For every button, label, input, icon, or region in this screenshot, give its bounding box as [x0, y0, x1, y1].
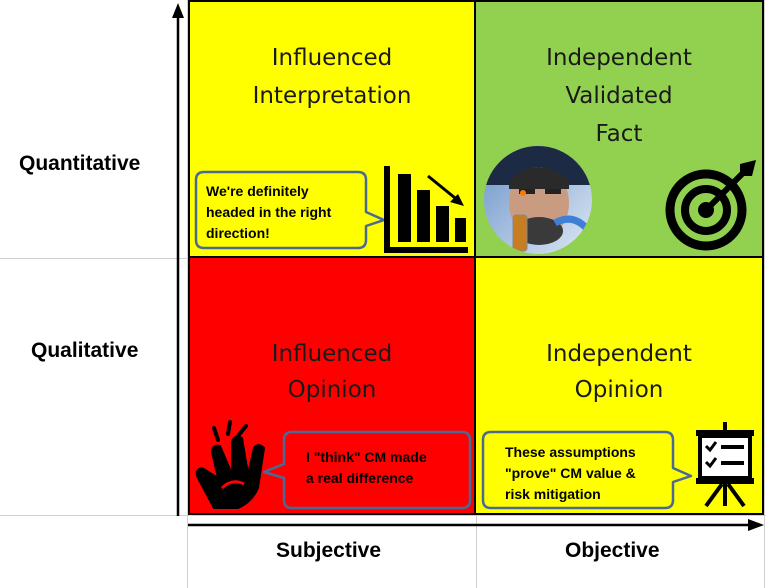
quadrant-title-line: Opinion: [574, 377, 664, 403]
quadrant-title-line: Opinion: [287, 377, 377, 403]
bubble-line: risk mitigation: [505, 486, 601, 502]
bubble-line: "prove" CM value &: [505, 465, 636, 481]
gridline-v1: [187, 0, 188, 588]
bubble-line: These assumptions: [505, 444, 636, 460]
bubble-line: We're definitely: [206, 183, 309, 199]
quadrant-title-line: Validated: [565, 83, 673, 109]
gridline-h2: [0, 515, 766, 516]
quadrant-title-line: Independent: [546, 341, 692, 367]
bubble-line: direction!: [206, 225, 270, 241]
bubble-line: a real difference: [306, 470, 414, 486]
quadrant-title-line: Fact: [595, 121, 643, 147]
row-label-qualitative: Qualitative: [31, 339, 139, 362]
bar-chart-down-icon: [384, 166, 468, 253]
speech-bubble: [194, 170, 386, 250]
gridline-h1: [0, 258, 188, 259]
row-label-quantitative: Quantitative: [19, 152, 141, 175]
speech-bubble: [262, 430, 472, 510]
quadrant-title-line: Interpretation: [252, 83, 412, 109]
quadrant-title-line: Influenced: [271, 341, 393, 367]
column-label-objective: Objective: [565, 539, 660, 562]
quadrant-title-line: Influenced: [271, 45, 393, 71]
speech-bubble: [481, 430, 693, 510]
target-icon: [665, 160, 756, 251]
gridline-v2: [476, 515, 477, 588]
gridline-v3: [764, 0, 765, 588]
scientist-photo: [484, 146, 592, 254]
horizontal-axis-arrow: [188, 519, 764, 531]
presentation-checklist-icon: [696, 422, 754, 508]
vertical-axis-arrow: [172, 3, 184, 516]
quadrant-title-line: Independent: [546, 45, 692, 71]
bubble-line: I "think" CM made: [306, 449, 427, 465]
column-label-subjective: Subjective: [276, 539, 382, 562]
clapping-hands-icon: [195, 420, 265, 509]
bubble-line: headed in the right: [206, 204, 332, 220]
